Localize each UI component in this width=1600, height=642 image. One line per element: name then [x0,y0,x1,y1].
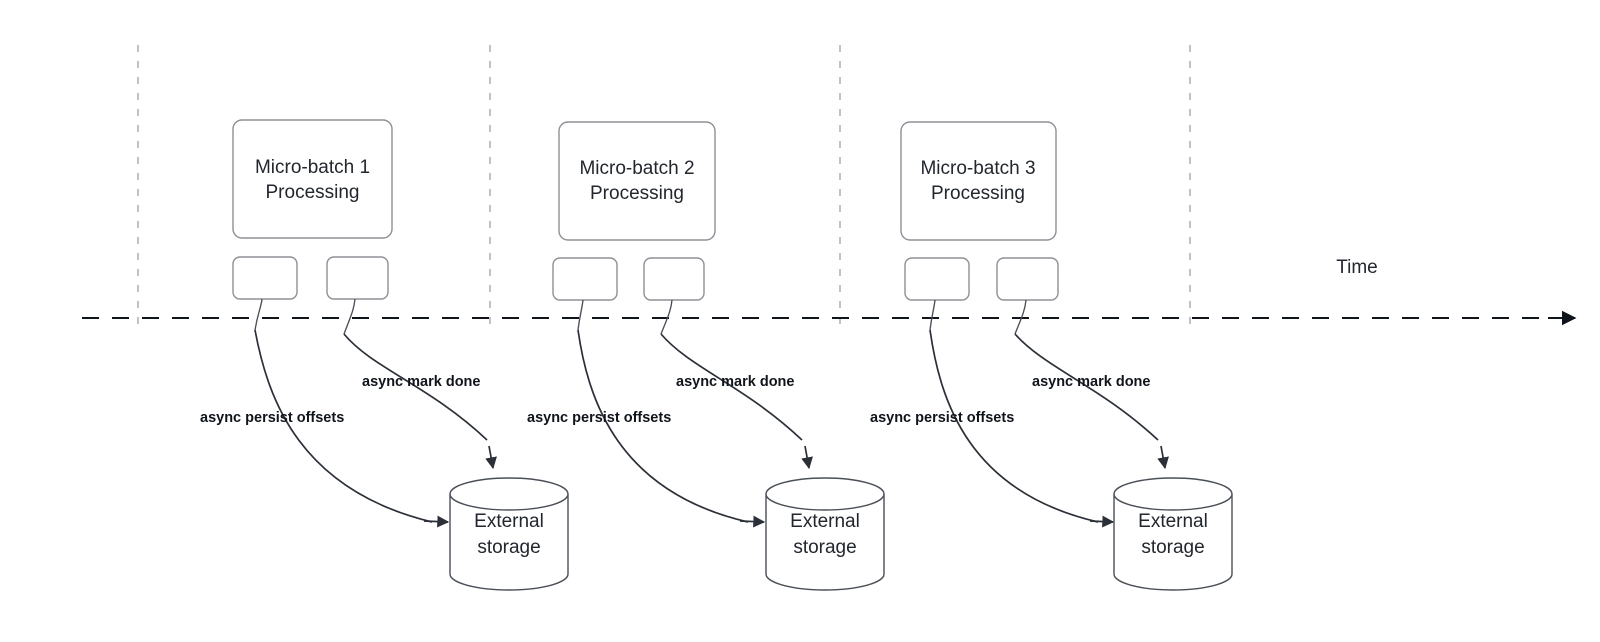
async-persist-offsets-label-3: async persist offsets [870,410,1014,426]
task-2a-connector [577,299,584,331]
micro-batch-3-label-line2: Processing [931,183,1025,204]
micro-batch-1-box[interactable] [232,119,393,239]
async-mark-done-arrow-3 [1014,333,1159,441]
task-1b-connector [343,298,356,335]
micro-batch-2-box[interactable] [558,121,716,241]
external-storage-3-label-line1: External [1138,511,1208,532]
async-persist-offsets-arrowhead-3 [1089,515,1115,528]
task-box-1b[interactable] [326,256,389,300]
micro-batch-3-box[interactable] [900,121,1057,241]
async-mark-done-arrow-1 [343,333,488,441]
micro-batch-2-label-line1: Micro-batch 2 [579,158,694,179]
external-storage-1[interactable] [449,477,569,591]
async-mark-done-arrowhead-1 [485,445,497,470]
micro-batch-1-label-line1: Micro-batch 1 [255,157,370,178]
async-persist-offsets-arrow-2 [577,329,749,523]
task-3b-connector [1014,299,1027,335]
external-storage-2-label-line2: storage [793,537,856,558]
task-box-3b[interactable] [996,257,1059,301]
group-1: Micro-batch 1 Processing async persist o… [200,119,569,591]
group-3: Micro-batch 3 Processing async persist o… [870,121,1233,591]
async-mark-done-label-2: async mark done [676,374,794,390]
task-1a-connector [254,298,263,331]
task-3a-connector [929,299,936,331]
time-axis-group: Time [82,257,1577,326]
time-axis-label: Time [1336,257,1378,278]
task-box-1a[interactable] [232,256,298,300]
async-persist-offsets-arrowhead-2 [739,515,766,528]
external-storage-3-label-line2: storage [1141,537,1204,558]
task-box-2a[interactable] [552,257,618,301]
external-storage-3[interactable] [1113,477,1233,591]
external-storage-2-label-line1: External [790,511,860,532]
async-persist-offsets-arrowhead-1 [423,515,450,528]
async-mark-done-label-1: async mark done [362,374,480,390]
async-persist-offsets-arrow-1 [254,329,433,523]
task-2b-connector [660,299,673,335]
async-persist-offsets-label-2: async persist offsets [527,410,671,426]
micro-batch-2-label-line2: Processing [590,183,684,204]
async-persist-offsets-label-1: async persist offsets [200,410,344,426]
external-storage-1-label-line1: External [474,511,544,532]
micro-batch-3-label-line1: Micro-batch 3 [920,158,1035,179]
group-2: Micro-batch 2 Processing async persist o… [527,121,885,591]
micro-batch-1-label-line2: Processing [266,182,360,203]
async-persist-offsets-arrow-3 [929,329,1099,523]
task-box-2b[interactable] [643,257,705,301]
async-mark-done-arrowhead-2 [801,445,813,470]
task-box-3a[interactable] [904,257,970,301]
async-mark-done-arrowhead-3 [1157,445,1169,470]
async-mark-done-label-3: async mark done [1032,374,1150,390]
async-mark-done-arrow-2 [660,333,803,441]
external-storage-1-label-line2: storage [477,537,540,558]
external-storage-2[interactable] [765,477,885,591]
